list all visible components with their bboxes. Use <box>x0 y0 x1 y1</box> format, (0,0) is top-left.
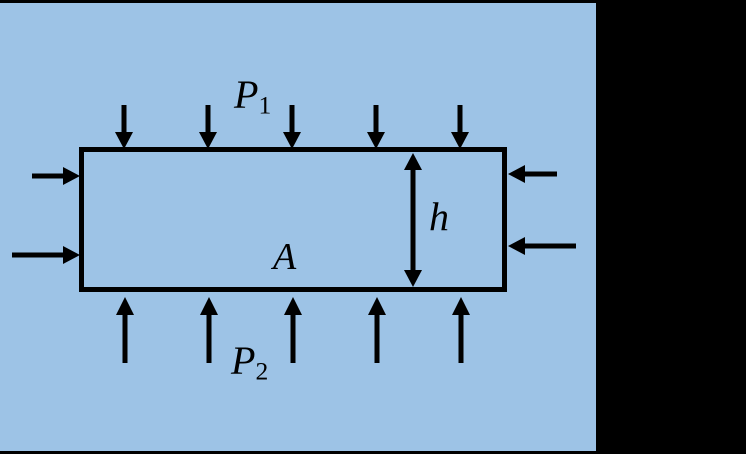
double-vertical-arrow-icon <box>404 153 422 287</box>
pressure-arrows-layer <box>12 105 576 363</box>
left-arrow-icon <box>508 165 557 183</box>
black-backdrop <box>596 0 746 454</box>
label-p2-base: P <box>231 338 256 383</box>
up-arrow-icon <box>200 297 218 363</box>
left-arrow-icon <box>508 237 576 255</box>
down-arrow-icon <box>199 105 217 149</box>
label-p2-subscript: 2 <box>255 356 269 386</box>
right-arrow-icon <box>12 246 80 264</box>
label-p2: P2 <box>231 341 268 384</box>
up-arrow-icon <box>368 297 386 363</box>
down-arrow-icon <box>115 105 133 149</box>
label-p1-subscript: 1 <box>258 90 272 120</box>
up-arrow-icon <box>284 297 302 363</box>
submerged-block-rectangle <box>79 147 507 292</box>
down-arrow-icon <box>367 105 385 149</box>
label-height-text: h <box>429 194 449 239</box>
label-p1-base: P <box>234 72 259 117</box>
up-arrow-icon <box>452 297 470 363</box>
label-height: h <box>429 197 449 237</box>
label-area-text: A <box>273 236 297 278</box>
up-arrow-icon <box>116 297 134 363</box>
diagram-slide: P1 A P2 h <box>0 3 596 451</box>
down-arrow-icon <box>451 105 469 149</box>
down-arrow-icon <box>283 105 301 149</box>
label-p1: P1 <box>234 75 271 118</box>
right-arrow-icon <box>32 167 80 185</box>
label-area: A <box>273 238 296 276</box>
